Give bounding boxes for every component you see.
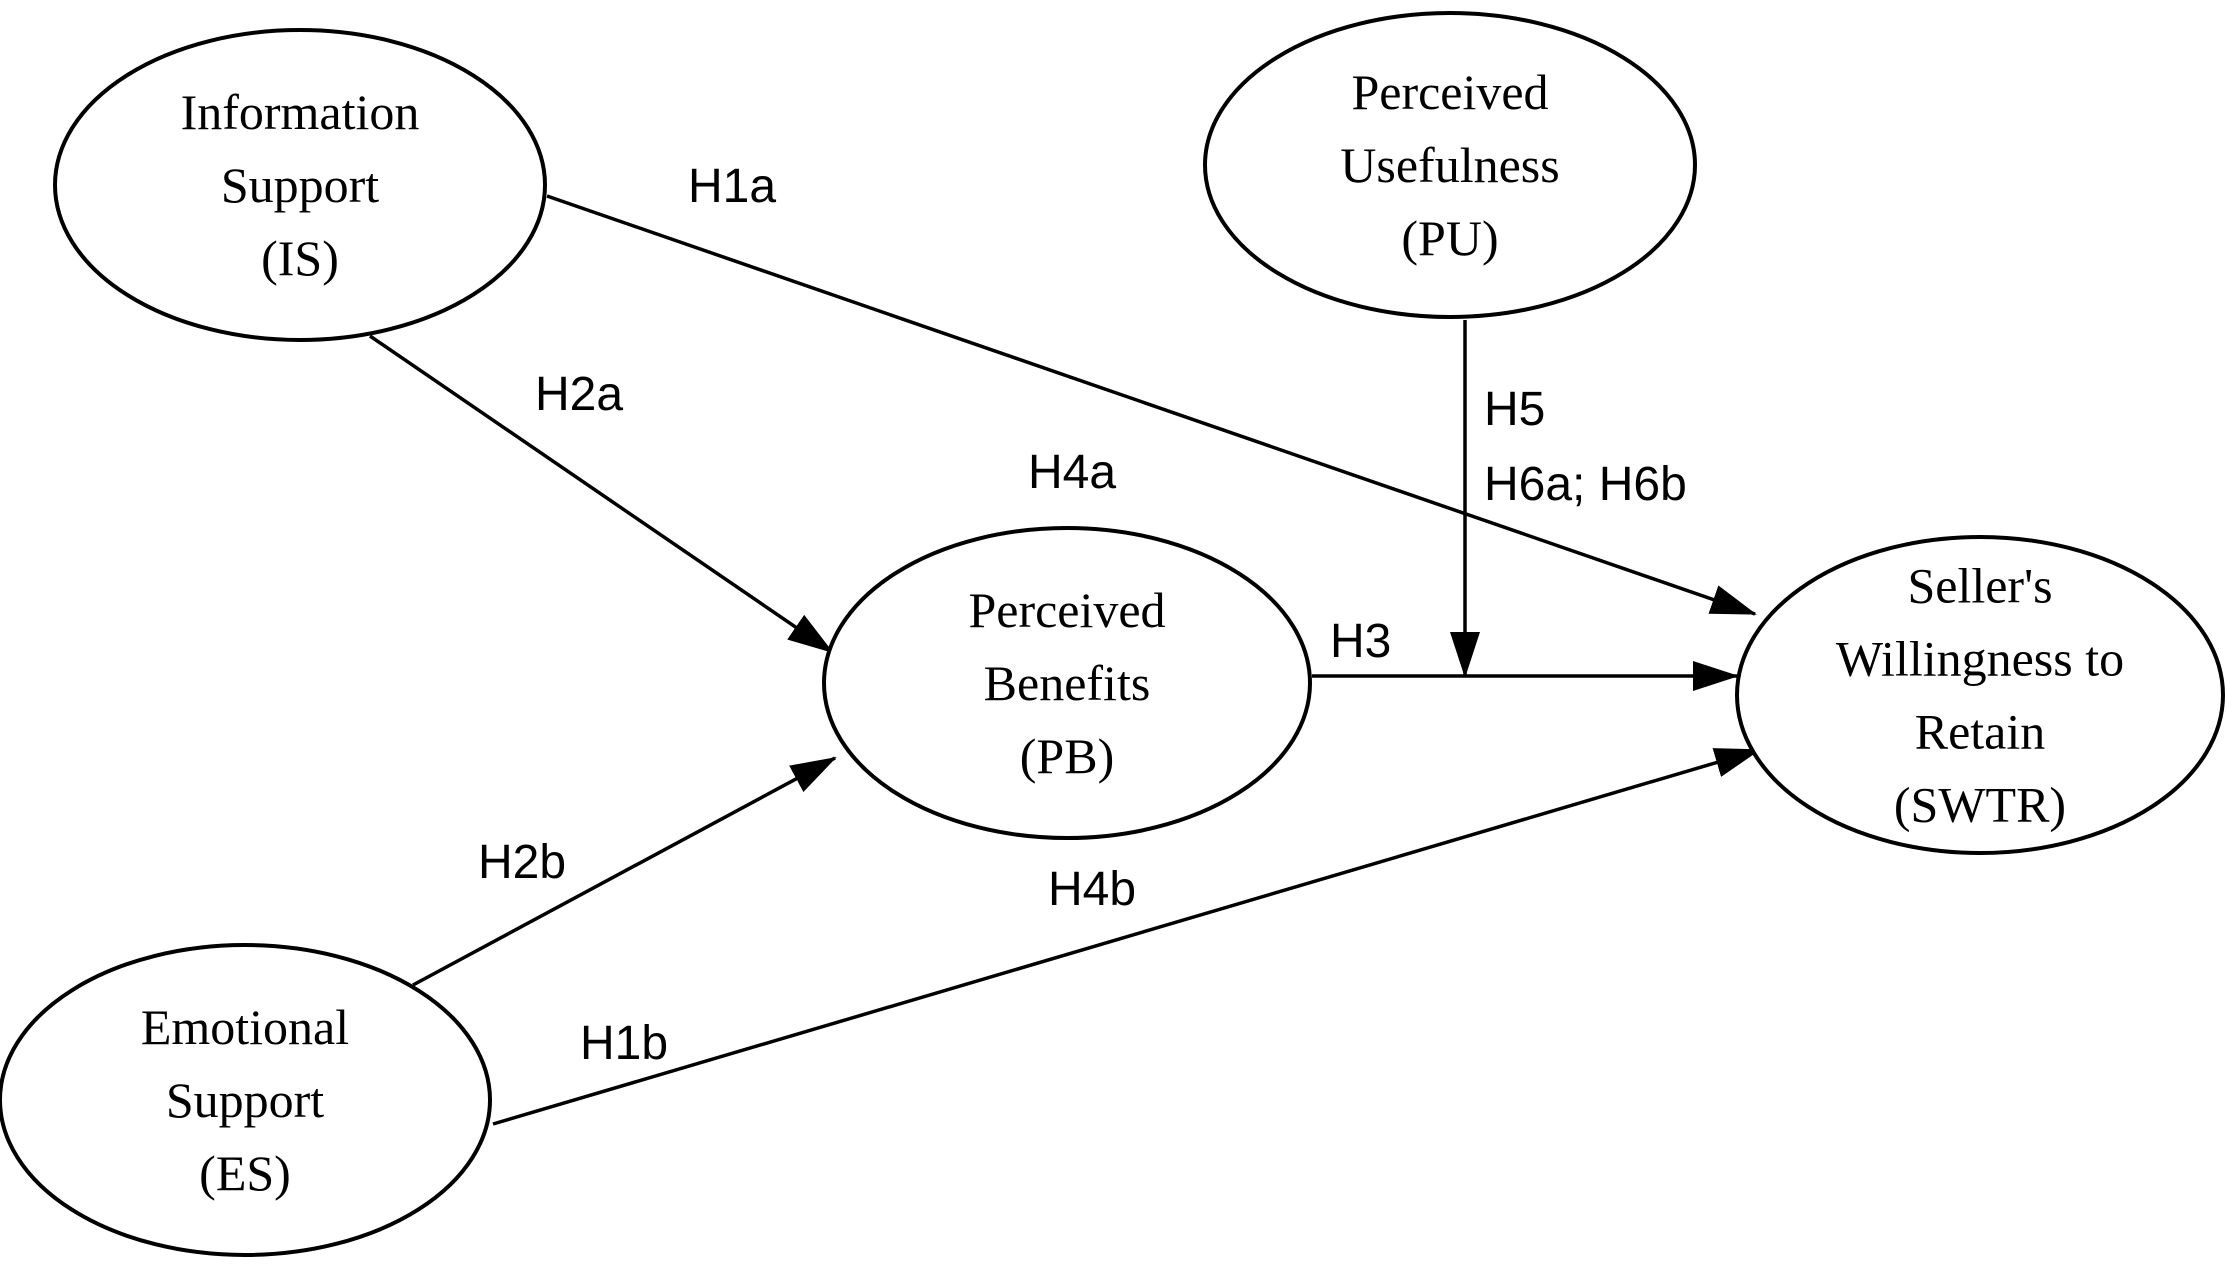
edge-label-h3: H3 — [1330, 615, 1391, 668]
edge-h2b-arrow — [412, 756, 837, 987]
node-pu-label-line: Usefulness — [1340, 137, 1559, 193]
node-is-label-line: (IS) — [261, 230, 339, 286]
edge-label-h1a: H1a — [688, 160, 776, 213]
node-swtr-label-line: Seller's — [1907, 558, 2052, 614]
annotation-h4a: H4a — [1028, 446, 1116, 499]
node-swtr-label-line: Willingness to — [1836, 631, 2124, 687]
node-is-label-line: Support — [221, 157, 379, 213]
node-pb-label-line: Benefits — [984, 655, 1151, 711]
edge-h2a-arrow — [369, 334, 834, 654]
node-is-label-line: Information — [181, 84, 420, 140]
node-pu-label-line: (PU) — [1401, 210, 1498, 266]
node-es-label-line: Emotional — [141, 999, 349, 1055]
node-es-label-line: Support — [166, 1072, 324, 1128]
node-swtr-ellipse — [1735, 535, 2225, 855]
node-is-ellipse — [53, 28, 547, 342]
edge-h1b-arrow — [492, 748, 1761, 1126]
node-pb-ellipse — [822, 526, 1312, 840]
annotation-h4b: H4b — [1048, 863, 1136, 916]
edge-label-h1b: H1b — [580, 1017, 668, 1070]
edge-h1a-arrow — [546, 194, 1757, 616]
node-pb-label-line: (PB) — [1020, 728, 1114, 784]
node-es-ellipse — [0, 943, 492, 1257]
annotation-h6ab: H6a; H6b — [1484, 458, 1687, 511]
nodes-layer: InformationSupport(IS)PerceivedUsefulnes… — [0, 11, 2225, 1257]
node-pu-ellipse — [1203, 11, 1697, 319]
edges-layer — [369, 194, 1761, 1126]
edge-label-h2b: H2b — [478, 836, 566, 889]
edge-label-h5: H5 — [1484, 383, 1545, 436]
edge-label-h2a: H2a — [535, 368, 623, 421]
node-pb-label-line: Perceived — [968, 582, 1165, 638]
node-pu-label-line: Perceived — [1351, 64, 1548, 120]
node-swtr-label-line: (SWTR) — [1894, 777, 2066, 833]
node-es-label-line: (ES) — [199, 1145, 291, 1201]
node-swtr-label-line: Retain — [1915, 704, 2046, 760]
